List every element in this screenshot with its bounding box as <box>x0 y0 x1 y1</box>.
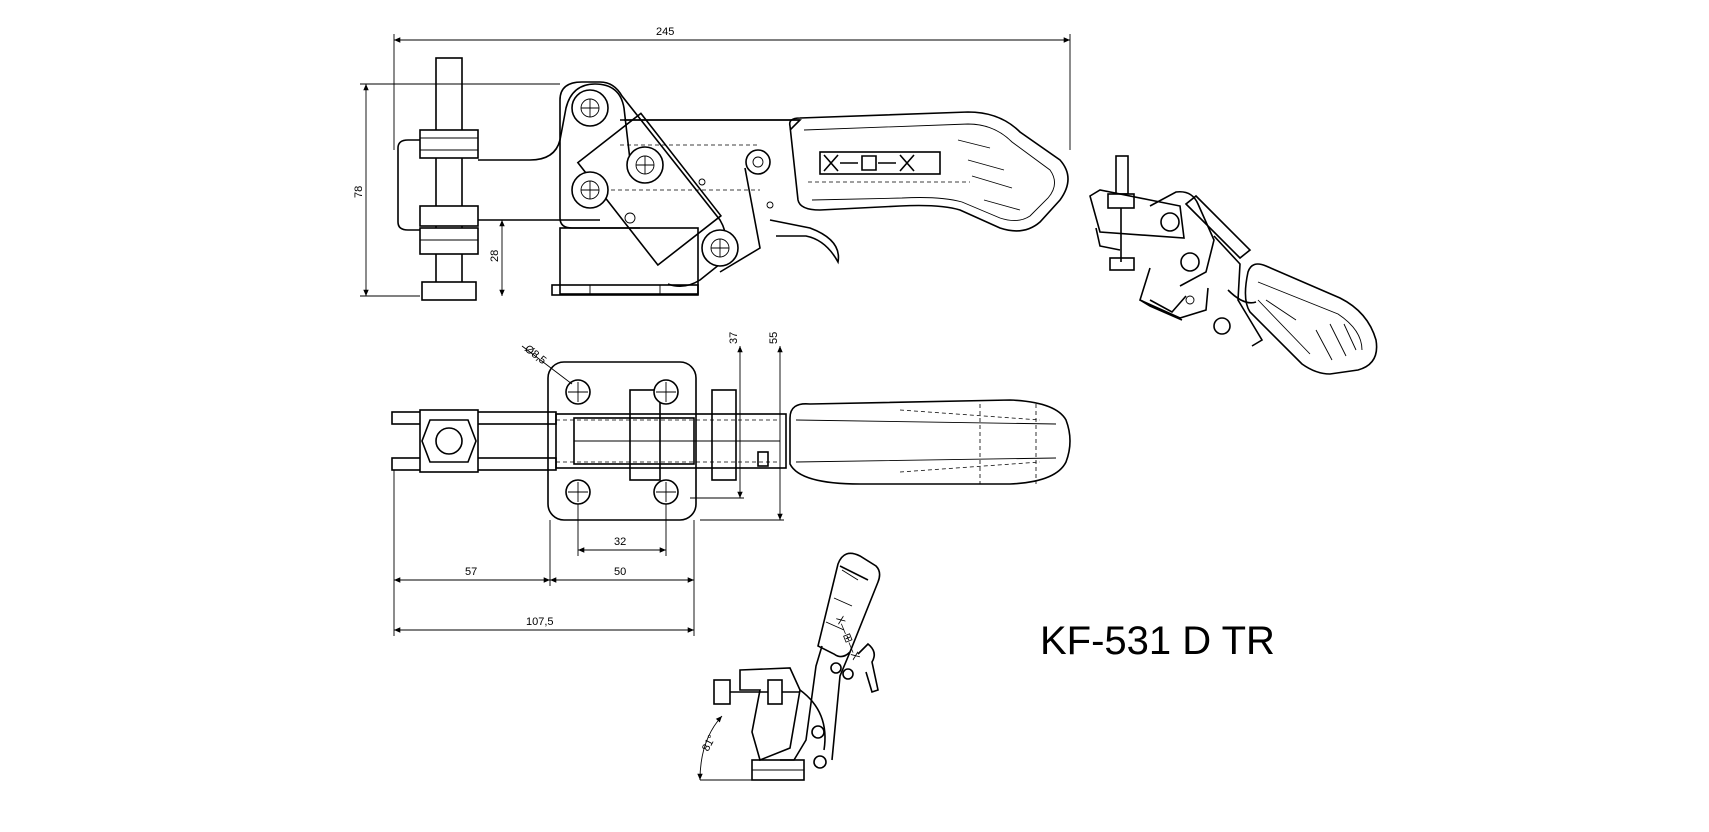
dim-37: 37 <box>728 332 740 344</box>
dim-overall-height: 78 <box>353 186 365 198</box>
dim-offset-57: 57 <box>465 566 477 578</box>
open-view: X—⊞—X <box>713 552 881 781</box>
dim-base-height: 28 <box>489 250 501 262</box>
dim-total-107-5: 107,5 <box>526 616 554 628</box>
dim-55: 55 <box>768 332 780 344</box>
mounting-holes <box>565 379 679 505</box>
dim-base-width-50: 50 <box>614 566 626 578</box>
side-view <box>397 57 1069 301</box>
dim-overall-length: 245 <box>656 26 674 38</box>
dim-opening-angle: 81° <box>700 733 718 753</box>
top-view <box>391 361 1071 521</box>
isometric-view <box>1089 155 1378 375</box>
dim-hole-spacing: 32 <box>614 536 626 548</box>
dimension-lines <box>360 34 1071 781</box>
product-title: KF-531 D TR <box>1040 619 1275 663</box>
